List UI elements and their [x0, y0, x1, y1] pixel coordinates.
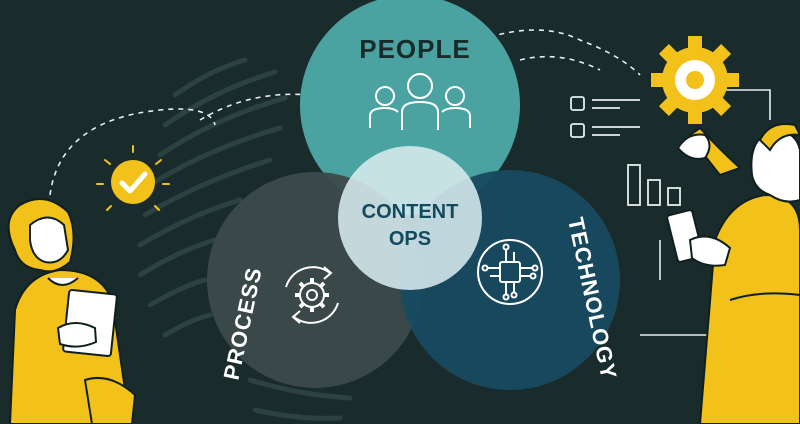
- venn-diagram: [207, 0, 620, 390]
- check-badge-icon: [96, 145, 170, 211]
- content-ops-label-line1: CONTENT: [362, 201, 459, 223]
- checklist-icon: [570, 96, 640, 138]
- gear-cycle-icon: [285, 266, 339, 324]
- content-ops-label-line2: OPS: [389, 228, 431, 250]
- gear-icon: [651, 36, 739, 124]
- woman-with-gear-illustration: [666, 123, 800, 424]
- content-ops-center-circle: [338, 146, 482, 290]
- people-label: PEOPLE: [359, 34, 470, 64]
- circuit-chip-icon: [477, 239, 543, 305]
- people-circle: [300, 0, 520, 215]
- woman-with-tablet-illustration: [7, 197, 137, 424]
- bar-chart-icon: [627, 164, 681, 206]
- people-group-icon: [369, 73, 471, 130]
- dashed-connector-lines: [49, 29, 641, 196]
